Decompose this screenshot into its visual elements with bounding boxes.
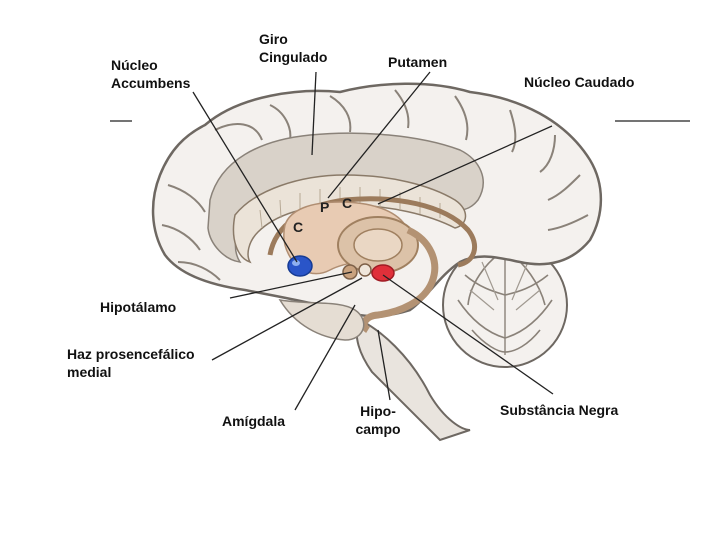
letter-caudate-upper: C (342, 195, 352, 211)
label-hipocampo-line2: campo (355, 421, 401, 437)
pointer-hipocampo (377, 329, 391, 401)
substantia-nigra (371, 264, 395, 282)
brainstem (355, 318, 471, 442)
pointer-amigdala (294, 304, 356, 411)
label-accumbens-line1: Núcleo (111, 57, 158, 73)
corpus-callosum (232, 174, 467, 264)
label-hipocampo: Hipo- campo (350, 402, 406, 438)
pointer-lines (110, 71, 690, 411)
cerebellum (442, 242, 568, 368)
label-putamen: Putamen (388, 54, 448, 70)
label-giro-line1: Giro (259, 31, 288, 47)
pointer-accumbens (192, 91, 298, 263)
cortex-gyri (161, 89, 589, 281)
letter-putamen: P (320, 199, 329, 215)
hippocampus (360, 226, 439, 333)
label-haz-line2: medial (67, 364, 112, 380)
label-accumbens-line2: Accumbens (111, 75, 191, 91)
nucleus-accumbens (287, 255, 313, 277)
label-substancia-negra: Substância Negra (500, 402, 619, 418)
label-haz-prosencefalico: Haz prosencefálico medial (67, 345, 195, 381)
label-amigdala: Amígdala (222, 413, 286, 429)
pointer-hipotalamo (229, 271, 353, 299)
label-nucleo-accumbens: Núcleo Accumbens (111, 56, 190, 92)
label-hipotalamo: Hipotálamo (100, 299, 177, 315)
label-haz-line1: Haz prosencefálico (67, 346, 195, 362)
temporal-lobe (278, 298, 365, 341)
pointer-substancia (382, 274, 554, 395)
pointer-haz (211, 277, 363, 361)
label-hipocampo-line1: Hipo- (360, 403, 396, 419)
pointer-caudado (377, 125, 553, 205)
pointer-putamen (327, 71, 431, 199)
pointer-giro (311, 71, 317, 156)
label-nucleo-caudado: Núcleo Caudado (524, 74, 635, 90)
letter-caudate-lower: C (293, 219, 303, 235)
label-giro-line2: Cingulado (259, 49, 328, 65)
label-giro-cingulado: Giro Cingulado (259, 30, 327, 66)
amygdala-nucleus (358, 263, 372, 277)
